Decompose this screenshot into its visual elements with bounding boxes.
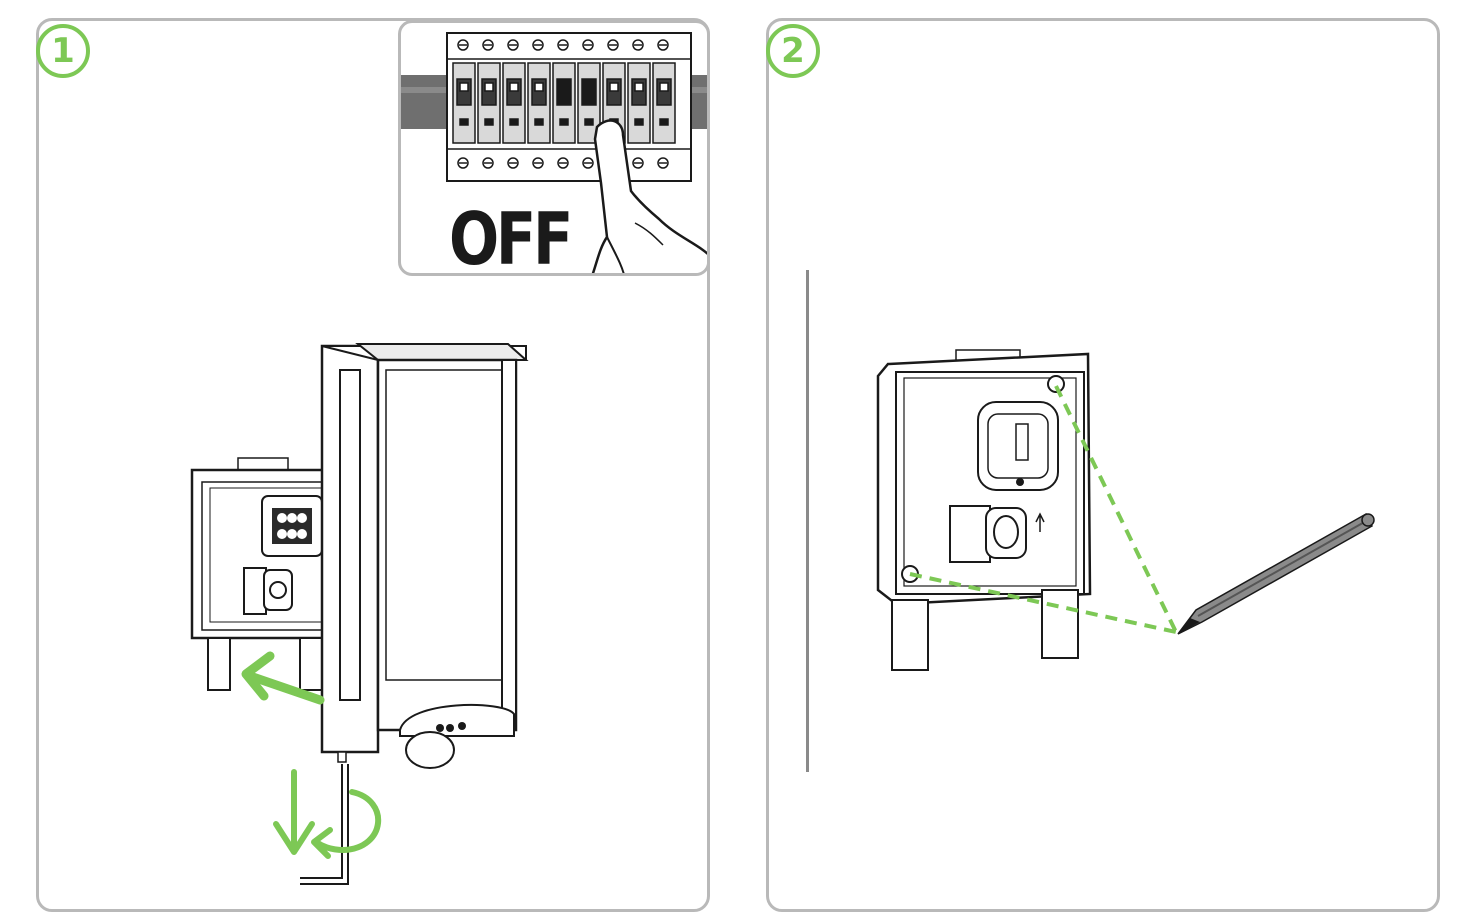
step-2-badge: 2 bbox=[766, 24, 820, 78]
marking-guide-lines bbox=[909, 385, 1178, 634]
breaker-inset: OFF bbox=[398, 20, 710, 276]
hand-icon bbox=[591, 119, 707, 273]
step-1-number: 1 bbox=[51, 31, 75, 71]
step-2-number: 2 bbox=[781, 31, 805, 71]
wall-line bbox=[806, 270, 809, 772]
hex-key-icon bbox=[273, 764, 381, 885]
pencil-icon bbox=[1177, 512, 1375, 635]
mounting-plate-icon bbox=[876, 349, 1092, 671]
lamp-icon bbox=[320, 343, 529, 769]
mounting-plate-icon bbox=[190, 457, 344, 691]
arrow-icon bbox=[241, 651, 325, 705]
off-label: OFF bbox=[449, 197, 573, 276]
circuit-breaker-icon bbox=[401, 32, 707, 182]
step-1-badge: 1 bbox=[36, 24, 90, 78]
